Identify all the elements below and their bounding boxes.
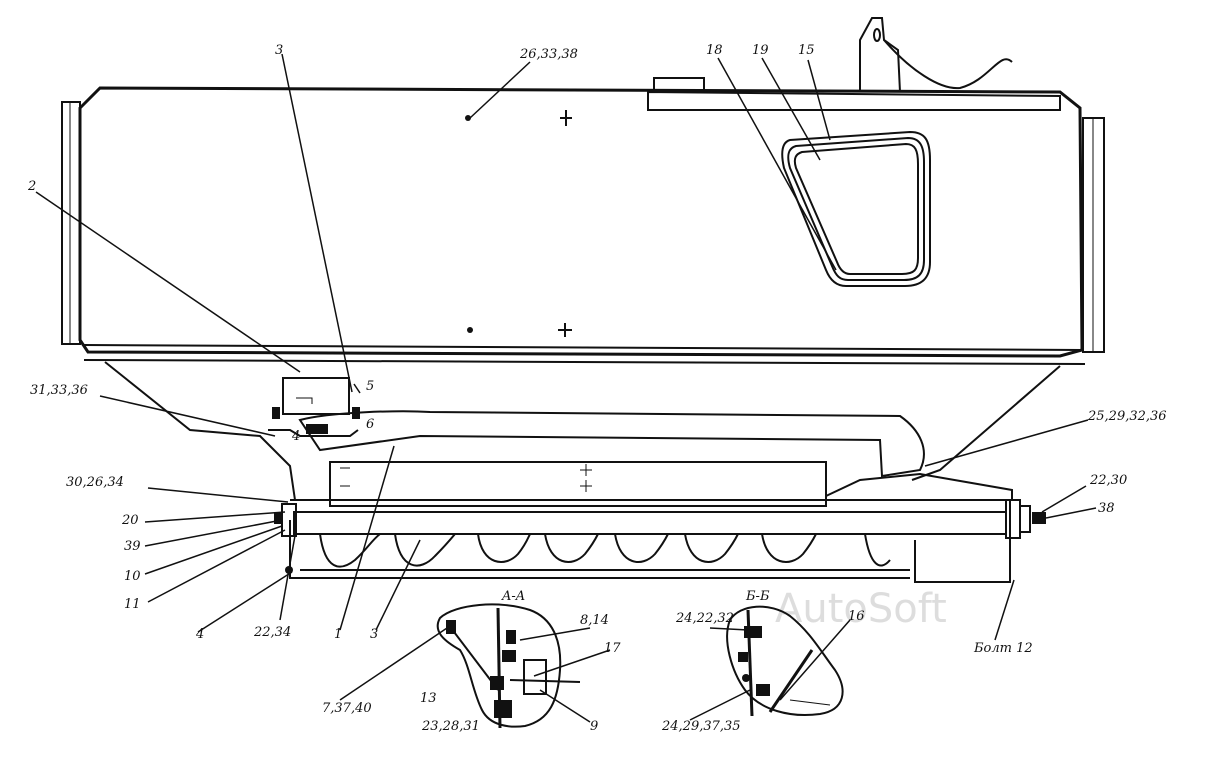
label-16: 16 [848,609,865,624]
label-31-33-36: 31,33,36 [30,383,88,398]
label-22-34: 22,34 [253,625,291,640]
label-2: 2 [27,179,36,194]
label-18: 18 [706,43,723,58]
label-9: 9 [590,719,598,734]
label-section-a-a: A-A [501,589,525,604]
label-25-29-32-36: 25,29,32,36 [1087,409,1167,424]
label-section-b-b: Б-Б [745,589,770,604]
funnel-section [104,361,1061,583]
label-17: 17 [604,641,621,656]
watermark-text: AutoSoft [775,586,947,632]
label-13: 13 [420,691,437,706]
label-22-30: 22,30 [1089,473,1127,488]
label-4-bottom: 4 [195,627,204,642]
label-26-33-38: 26,33,38 [519,47,578,62]
label-1: 1 [334,627,342,642]
label-15: 15 [798,43,815,58]
label-5: 5 [366,379,374,394]
label-19: 19 [752,43,769,58]
detail-b-b [726,605,844,717]
label-23-28-31: 23,28,31 [421,719,480,734]
label-7-37-40: 7,37,40 [322,701,372,716]
auger-flights [319,533,891,568]
bolt-marks [465,110,572,337]
label-30-26-34: 30,26,34 [66,475,124,490]
detail-a-a [436,603,581,729]
inspection-window [781,130,931,287]
label-11: 11 [124,597,141,612]
label-6: 6 [366,417,374,432]
label-bolt-12: Болт 12 [973,641,1033,656]
leader-lines [35,53,1097,723]
label-10: 10 [124,569,141,584]
label-8-14: 8,14 [580,613,609,628]
label-3-top: 3 [275,43,283,58]
label-24-22-32: 24,22,32 [675,611,734,626]
label-38: 38 [1098,501,1115,516]
label-3-bottom: 3 [370,627,378,642]
label-24-29-37-35: 24,29,37,35 [661,719,741,734]
label-20: 20 [121,513,139,528]
label-4-top: 4 [291,429,300,444]
label-39: 39 [124,539,141,554]
hopper-body [61,17,1105,365]
callout-labels: 3 26,33,38 18 19 15 2 5 6 4 31,33,36 25,… [27,43,1167,734]
